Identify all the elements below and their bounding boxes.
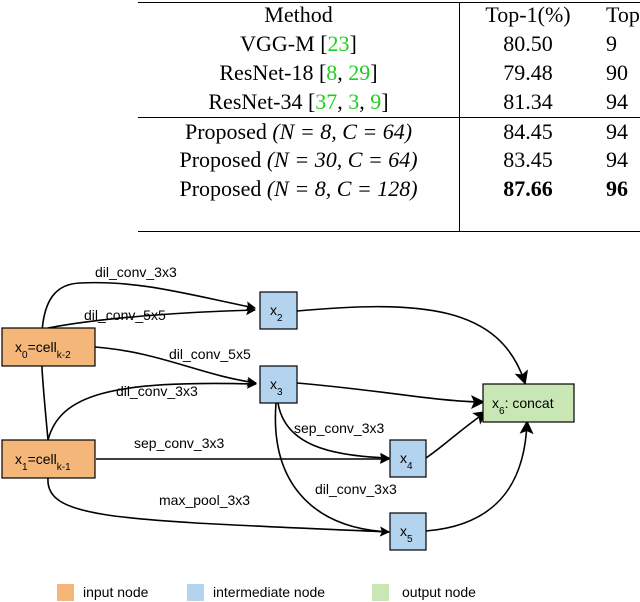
edge-labels: dil_conv_3x3 dil_conv_5x5 dil_conv_5x5 d… — [84, 264, 397, 508]
edge-x1-x2 — [40, 281, 256, 441]
config-params: (N = 8, C = 128) — [266, 176, 418, 201]
table-cell-top5: 94 — [606, 119, 628, 144]
edge-x3-x5 — [274, 402, 390, 537]
method-name: ResNet-18 — [219, 60, 314, 85]
edge-label-x0-x2: dil_conv_5x5 — [84, 307, 166, 323]
table-cell-top1: 81.34 — [503, 89, 553, 114]
legend-swatch-output — [372, 584, 389, 601]
node-x1-box — [1, 439, 96, 479]
edge-x0-x3 — [94, 346, 257, 387]
table-cell-top1: 87.66 — [503, 176, 553, 201]
node-x2: x2 — [259, 291, 298, 330]
legend: input node intermediate node output node — [57, 584, 476, 601]
table-column-separator — [459, 2, 460, 232]
edge-label-x1-x5: max_pool_3x3 — [159, 492, 250, 508]
edge-x1-x5 — [47, 477, 390, 537]
edge-x4-x6 — [425, 410, 488, 459]
node-x3-box — [259, 365, 298, 404]
edge-label-x3-x5: dil_conv_3x3 — [315, 481, 397, 497]
node-x3-label: x3 — [270, 376, 283, 398]
node-x0-box — [1, 327, 96, 367]
table-cell-top5: 90 — [606, 60, 628, 85]
citation-link[interactable]: 23 — [327, 31, 350, 56]
node-x4: x4 — [389, 439, 427, 478]
node-x0: x0=cellk-2 — [1, 327, 96, 367]
edge-x0-x2 — [47, 305, 256, 329]
table-cell-method: Proposed (N = 8, C = 128) — [138, 175, 459, 203]
citation-link[interactable]: 3 — [348, 89, 360, 114]
node-x1-label: x1=cellk-1 — [15, 451, 71, 473]
table-cell-top1: 80.50 — [503, 31, 553, 56]
citation-link[interactable]: 8 — [326, 60, 338, 85]
node-x6-box — [482, 383, 575, 423]
header-top1: Top-1(%) — [485, 2, 571, 27]
header-top5: Top — [606, 2, 640, 27]
table-cell-top1: 83.45 — [503, 147, 553, 172]
node-x0-label: x0=cellk-2 — [15, 339, 71, 361]
table-cell-top5: 94 — [606, 89, 628, 114]
table-bottom-rule — [138, 231, 640, 232]
edges — [40, 281, 534, 537]
node-x2-box — [259, 291, 298, 330]
legend-label-input: input node — [83, 584, 149, 600]
table-cell-top1: 79.48 — [503, 60, 553, 85]
method-name: Proposed — [179, 176, 262, 201]
config-params: (N = 8, C = 64) — [272, 119, 413, 144]
edge-x3-x6 — [296, 382, 485, 409]
table-cell-method: ResNet-18 [8, 29] — [219, 60, 378, 85]
edge-label-x3-x4: sep_conv_3x3 — [294, 420, 385, 436]
node-x4-box — [389, 439, 427, 478]
node-x6: x6: concat — [482, 383, 575, 423]
node-x3: x3 — [259, 365, 298, 404]
table-cell-method: Proposed (N = 30, C = 64) — [138, 146, 459, 174]
node-x6-label: x6: concat — [492, 395, 554, 417]
table-cell-top5: 96 — [606, 176, 628, 201]
method-name: Proposed — [179, 147, 262, 172]
edge-x1-x3 — [47, 378, 257, 441]
edge-label-x1-x4: sep_conv_3x3 — [134, 435, 225, 451]
method-name: Proposed — [184, 119, 267, 144]
edge-x3-x4 — [277, 402, 390, 463]
header-method: Method — [264, 2, 333, 27]
method-name: ResNet-34 — [208, 89, 303, 114]
node-x4-label: x4 — [400, 450, 413, 472]
citation-link[interactable]: 9 — [370, 89, 382, 114]
edge-label-x0-x3: dil_conv_5x5 — [169, 346, 251, 362]
legend-swatch-input — [57, 584, 74, 601]
edge-label-x1-x3: dil_conv_3x3 — [116, 383, 198, 399]
table-cell-top5: 9 — [606, 31, 617, 56]
node-x1: x1=cellk-1 — [1, 439, 96, 479]
node-x5-box — [389, 512, 427, 551]
table-mid-rule — [138, 117, 640, 118]
nodes: x0=cellk-2 x1=cellk-1 x2 x3 x4 x5 — [1, 291, 575, 551]
node-x2-label: x2 — [270, 302, 283, 324]
edge-label-x1-x2: dil_conv_3x3 — [95, 264, 177, 280]
table-cell-top5: 94 — [606, 147, 628, 172]
edge-x5-x6 — [425, 420, 534, 532]
table-top-rule — [138, 2, 640, 3]
citation-link[interactable]: 29 — [348, 60, 371, 85]
node-x5: x5 — [389, 512, 427, 551]
table-cell-method: Proposed (N = 8, C = 64) — [138, 118, 459, 146]
method-name: VGG-M — [240, 31, 315, 56]
legend-label-intermediate: intermediate node — [213, 584, 325, 600]
legend-swatch-intermediate — [187, 584, 204, 601]
edge-x2-x6 — [296, 305, 528, 385]
node-x5-label: x5 — [400, 523, 413, 545]
table-cell-method: ResNet-34 [37, 3, 9] — [208, 89, 389, 114]
legend-label-output: output node — [402, 584, 476, 600]
citation-link[interactable]: 37 — [315, 89, 338, 114]
table-cell-method: VGG-M [23] — [240, 31, 357, 56]
table-cell-top1: 84.45 — [503, 119, 553, 144]
config-params: (N = 30, C = 64) — [266, 147, 418, 172]
